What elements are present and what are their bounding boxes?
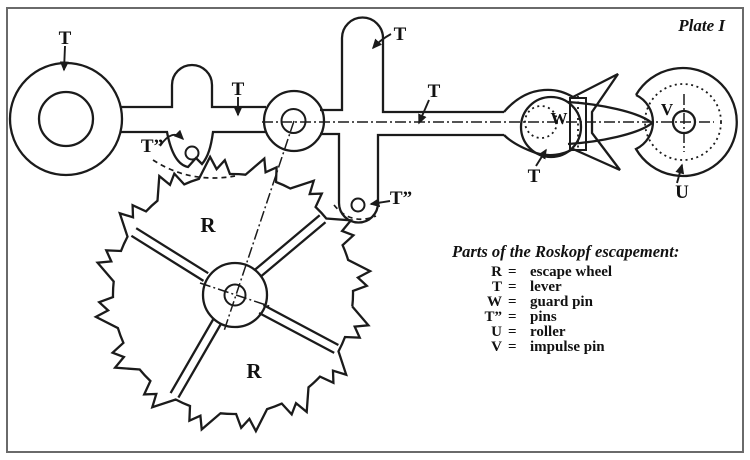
legend-symbol: V xyxy=(491,339,502,355)
pallet-pin-upper xyxy=(184,145,200,161)
label-w-guard-pin: W xyxy=(551,109,568,128)
arrow-t-lobe xyxy=(372,33,392,50)
arrow-t-fork xyxy=(535,148,547,167)
label-t-fork: T xyxy=(528,166,541,187)
legend-desc: roller xyxy=(530,324,566,340)
legend-title: Parts of the Roskopf escapement: xyxy=(451,242,679,261)
pallet-pin-lower xyxy=(350,197,366,213)
lever-arm-top-edge xyxy=(121,63,266,109)
legend-eq: = xyxy=(508,264,517,280)
label-u-roller: U xyxy=(675,182,689,203)
legend-symbol: R xyxy=(491,264,502,280)
legend-eq: = xyxy=(508,279,517,295)
escape-wheel xyxy=(93,154,373,434)
lever-body-lower-edge xyxy=(320,132,504,224)
escape-wheel-spoke-line xyxy=(262,303,339,347)
legend-symbol: T xyxy=(492,279,502,295)
label-t-shaft: T xyxy=(428,81,441,102)
lever-ring-outer xyxy=(8,61,124,177)
plate-title: Plate I xyxy=(677,16,726,35)
arrow-t-ring xyxy=(59,45,69,72)
label-t-arm: T xyxy=(232,79,245,100)
legend-desc: pins xyxy=(530,309,557,325)
escape-wheel-hub-hole xyxy=(223,283,247,307)
legend-symbol: U xyxy=(491,324,502,340)
label-tpp-lower: T” xyxy=(390,188,412,209)
roller-outline xyxy=(634,66,738,178)
pin-travel-arc-upper xyxy=(152,159,236,179)
label-t-ring: T xyxy=(59,28,72,49)
arrow-t-shaft xyxy=(418,99,430,125)
legend-desc: guard pin xyxy=(530,294,594,310)
arrow-tpp-upper xyxy=(159,129,185,147)
pallet-fork-outline xyxy=(503,72,621,172)
legend-eq: = xyxy=(508,339,517,355)
fork-bracket xyxy=(569,97,587,151)
escape-wheel-spoke-line xyxy=(177,323,222,399)
legend-symbol: T” xyxy=(484,309,502,325)
label-tpp-upper: T” xyxy=(141,136,163,157)
lever-ring-hole xyxy=(37,90,95,148)
escape-wheel-spoke-line xyxy=(130,234,205,282)
escape-wheel-spoke-line xyxy=(259,221,327,278)
escape-wheel-rim-teeth xyxy=(93,154,373,434)
label-r-wheel-2: R xyxy=(246,359,262,383)
escape-wheel-spoke-line xyxy=(258,311,335,354)
lever-body-upper-edge xyxy=(320,16,504,114)
impulse-pin-circle xyxy=(671,109,697,135)
arrow-u-roller xyxy=(675,163,685,184)
arrow-tpp-lower xyxy=(369,198,391,208)
plate-frame xyxy=(6,7,744,453)
pin-travel-arc-lower xyxy=(333,204,377,220)
escape-wheel-spoke-line xyxy=(135,227,209,275)
legend-symbol: W xyxy=(487,294,502,310)
fork-boss-circle xyxy=(519,95,583,159)
label-r-wheel-1: R xyxy=(200,213,216,237)
escape-wheel-hub-boss xyxy=(201,261,269,329)
legend-desc: escape wheel xyxy=(530,264,612,280)
lever-pivot-hole xyxy=(280,108,307,134)
legend-desc: lever xyxy=(530,279,562,295)
legend: Parts of the Roskopf escapement: R = esc… xyxy=(451,242,679,355)
label-v-impulse-pin: V xyxy=(661,100,674,119)
guard-pin-dotted-circle xyxy=(524,105,558,139)
escape-wheel-spoke-line xyxy=(253,214,321,271)
escape-wheel-spoke-line xyxy=(169,318,215,394)
legend-eq: = xyxy=(508,324,517,340)
roller-dotted-circle xyxy=(644,83,722,161)
centerline-diagonal xyxy=(223,120,295,332)
hub-crosshair-line xyxy=(199,282,273,308)
lever-pivot-boss xyxy=(262,89,326,153)
legend-desc: impulse pin xyxy=(530,339,605,355)
label-t-lobe: T xyxy=(394,24,407,45)
legend-eq: = xyxy=(508,294,517,310)
legend-eq: = xyxy=(508,309,517,325)
